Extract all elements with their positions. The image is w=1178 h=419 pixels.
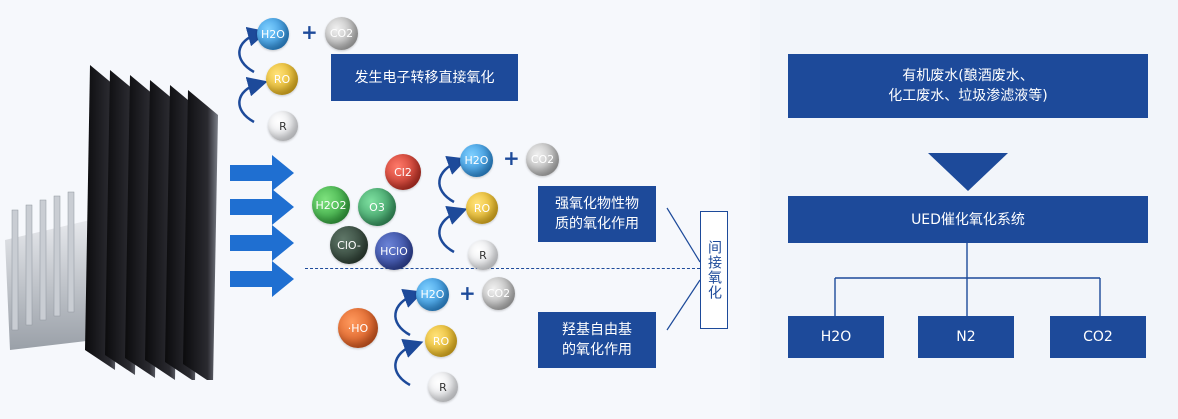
hydroxyl-radical-label-line2: 的氧化作用 — [562, 342, 632, 358]
strong-oxidant-label: 强氧化物性物 质的氧化作用 — [538, 186, 656, 242]
electrode-stack-illustration — [5, 65, 218, 380]
strong-oxidant-label-line1: 强氧化物性物 — [555, 196, 639, 212]
hydroxyl-radical-label-line1: 羟基自由基 — [562, 322, 632, 338]
molecule-ro-top: RO — [266, 63, 298, 95]
molecule-h2o-mid: H2O — [460, 144, 493, 177]
hydroxyl-radical-label: 羟基自由基 的氧化作用 — [538, 312, 656, 368]
molecule-clo: ClO- — [330, 226, 368, 264]
ued-system-box: UED催化氧化系统 — [788, 196, 1148, 243]
dashed-divider — [305, 268, 700, 269]
molecule-hclo: HClO — [375, 232, 413, 270]
reaction-curved-arrows — [238, 26, 701, 387]
organic-wastewater-line2: 化工废水、垃圾渗滤液等) — [888, 88, 1048, 104]
molecule-ro-bottom: RO — [425, 325, 457, 357]
indirect-oxidation-label: 间接氧化 — [700, 211, 728, 329]
molecule-h2o-bottom: H2O — [416, 278, 449, 311]
molecule-ro-mid: RO — [466, 192, 498, 224]
plus-sign-mid: + — [503, 146, 520, 170]
plus-sign-top: + — [301, 20, 318, 44]
molecule-hydroxyl-radical: ·HO — [338, 308, 378, 348]
flow-arrow-4 — [230, 261, 294, 297]
output-connectors — [834, 243, 1101, 318]
molecule-h2o-top: H2O — [257, 18, 289, 50]
direct-oxidation-label: 发生电子转移直接氧化 — [331, 54, 518, 101]
molecule-h2o2: H2O2 — [312, 186, 350, 224]
flow-arrow-2 — [230, 189, 294, 225]
output-h2o: H2O — [788, 316, 884, 358]
output-co2: CO2 — [1050, 316, 1146, 358]
organic-wastewater-line1: 有机废水(酿酒废水、 — [902, 68, 1034, 84]
molecule-co2-bottom: CO2 — [482, 277, 515, 310]
plus-sign-bottom: + — [459, 281, 476, 305]
flow-arrows — [230, 155, 294, 297]
molecule-o3: O3 — [358, 188, 396, 226]
flow-arrow-3 — [230, 225, 294, 261]
molecule-r-top: R — [268, 111, 298, 141]
molecule-co2-top: CO2 — [325, 17, 358, 50]
flow-arrow-1 — [230, 155, 294, 191]
organic-wastewater-box: 有机废水(酿酒废水、 化工废水、垃圾渗滤液等) — [788, 54, 1148, 118]
strong-oxidant-label-line2: 质的氧化作用 — [555, 216, 639, 232]
molecule-r-mid: R — [468, 240, 498, 270]
molecule-r-bottom: R — [428, 372, 458, 402]
molecule-cl2: Cl2 — [385, 154, 421, 190]
molecule-co2-mid: CO2 — [526, 143, 559, 176]
output-n2: N2 — [918, 316, 1014, 358]
down-arrow — [928, 153, 1008, 191]
